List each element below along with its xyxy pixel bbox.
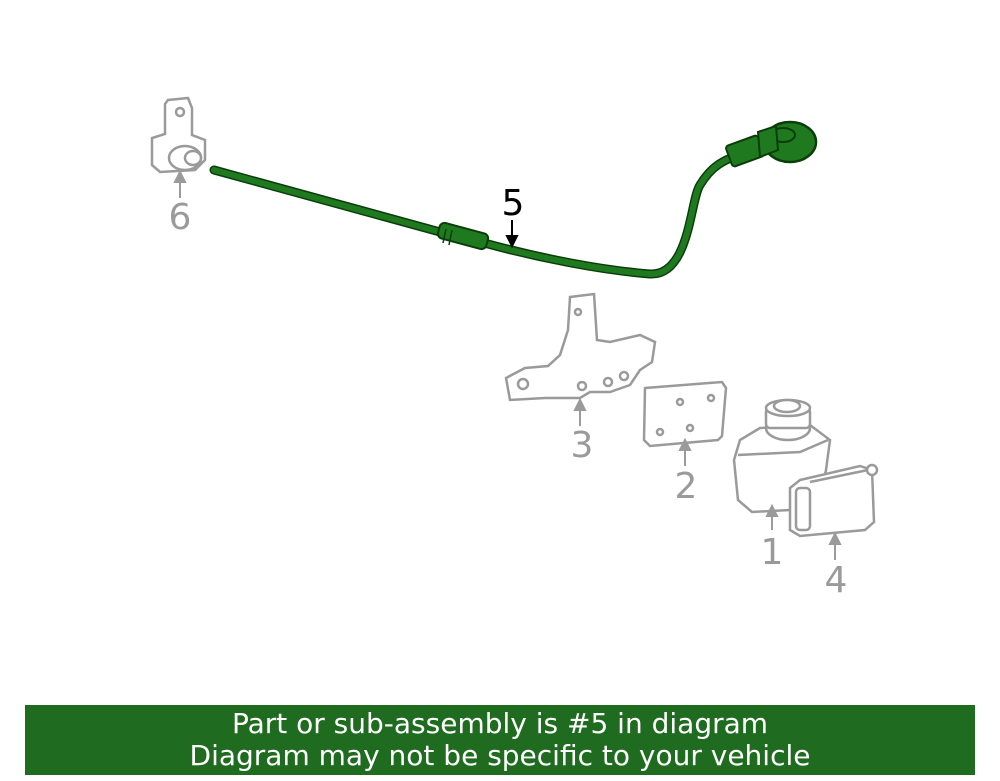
callout-6: 6 — [169, 197, 192, 238]
part-5-sensor-cable[interactable] — [209, 120, 818, 279]
arrow-2 — [678, 437, 692, 466]
parts-diagram: 6 5 3 2 1 4 — [150, 96, 879, 601]
callout-4: 4 — [825, 560, 848, 601]
arrow-1 — [765, 503, 779, 530]
info-banner: Part or sub-assembly is #5 in diagram Di… — [25, 705, 975, 775]
callout-5: 5 — [502, 183, 525, 224]
banner-line-2: Diagram may not be specific to your vehi… — [189, 739, 811, 772]
part-4-connector[interactable] — [788, 463, 879, 538]
callout-1: 1 — [761, 532, 784, 573]
part-1-module[interactable] — [732, 398, 832, 514]
arrow-4 — [828, 531, 842, 560]
arrow-6 — [173, 169, 187, 198]
arrow-3 — [573, 397, 587, 426]
part-2-plate[interactable] — [642, 380, 728, 448]
leader-arrows — [173, 169, 842, 560]
part-3-bracket[interactable] — [504, 292, 657, 402]
callout-3: 3 — [571, 425, 594, 466]
callout-2: 2 — [675, 466, 698, 507]
part-6-bracket[interactable] — [150, 96, 207, 174]
arrow-5 — [505, 220, 519, 249]
banner-line-1: Part or sub-assembly is #5 in diagram — [231, 707, 769, 740]
